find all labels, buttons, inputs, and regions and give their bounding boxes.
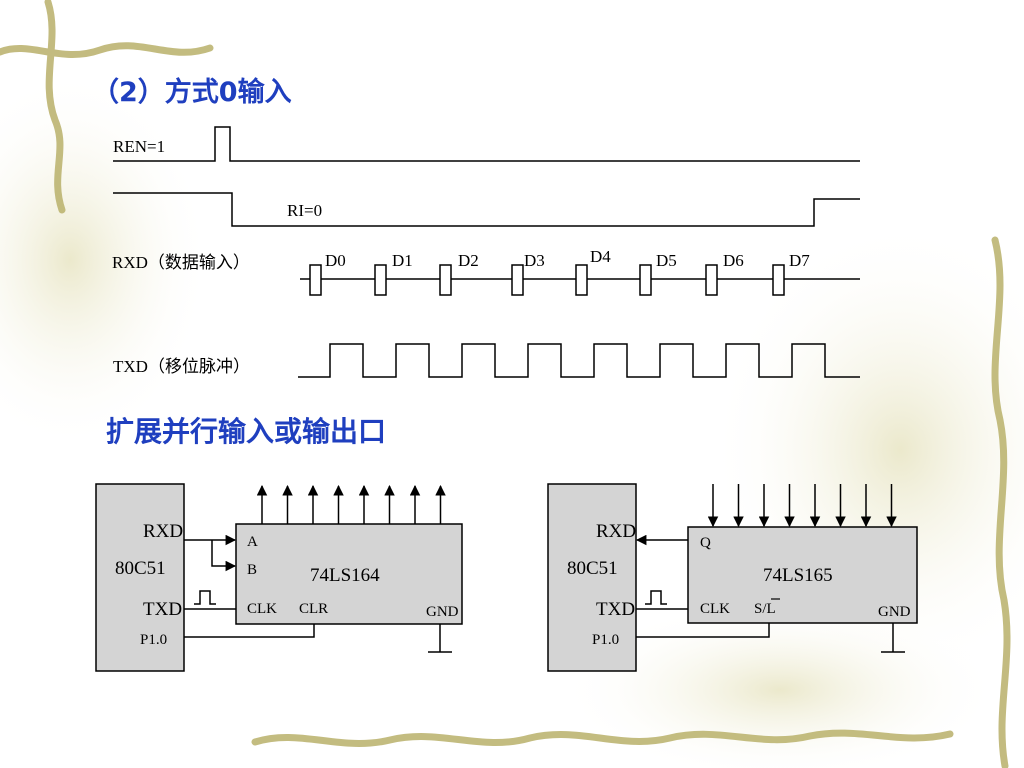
left-mcu-txd-pin: TXD <box>143 599 182 620</box>
left-shift-register-block <box>235 523 463 625</box>
slide-title: （2）方式0输入 <box>92 77 292 108</box>
left-circuit: RXD 80C51 TXD P1.0 A B 74LS164 CLK CLR G… <box>95 483 463 672</box>
right-mcu-block <box>547 483 637 672</box>
right-mcu-p10-pin: P1.0 <box>592 632 619 648</box>
rxd-bit-label-3: D3 <box>524 251 545 270</box>
rxd-bit-cells: D0 D1 D2 D3 D4 D5 D6 D7 <box>309 247 810 296</box>
right-chip-pin-q: Q <box>700 535 711 551</box>
right-chip-pin-clk: CLK <box>700 601 730 617</box>
right-circuit: RXD 80C51 TXD P1.0 Q 74LS165 CLK S/L GND <box>547 483 918 672</box>
ri-waveform <box>113 192 860 227</box>
left-mcu-rxd-pin: RXD <box>143 521 183 542</box>
rxd-bit-cell-4 <box>575 264 588 296</box>
left-p10-to-clr-wire <box>184 624 315 638</box>
left-mcu-name: 80C51 <box>115 558 166 579</box>
ren-waveform <box>113 126 860 162</box>
left-chip-pin-clk: CLK <box>247 601 277 617</box>
left-chip-pin-clr: CLR <box>299 601 328 617</box>
right-mcu-rxd-pin: RXD <box>596 521 636 542</box>
rxd-bit-cell-5 <box>639 264 652 296</box>
leaf-glow-left <box>0 70 210 450</box>
vine-top-horizontal <box>0 42 214 58</box>
rxd-bit-label-5: D5 <box>656 251 677 270</box>
txd-waveform <box>298 343 860 378</box>
right-chip-pin-gnd: GND <box>878 604 911 620</box>
left-parallel-outputs <box>256 484 446 524</box>
rxd-bit-label-7: D7 <box>789 251 810 270</box>
ren-label: REN=1 <box>113 137 165 156</box>
left-mcu-p10-pin: P1.0 <box>140 632 167 648</box>
rxd-bit-label-1: D1 <box>392 251 413 270</box>
rxd-bit-label-0: D0 <box>325 251 346 270</box>
right-parallel-inputs <box>707 484 897 528</box>
right-mcu-txd-pin: TXD <box>596 599 635 620</box>
rxd-bit-label-6: D6 <box>723 251 744 270</box>
left-chip-name: 74LS164 <box>310 565 380 586</box>
rxd-bit-label-4: D4 <box>590 247 611 266</box>
left-rxd-to-b-wire <box>211 540 237 572</box>
right-chip-name: 74LS165 <box>763 565 833 586</box>
right-chip-pin-sl: S/L <box>754 601 776 617</box>
left-chip-pin-b: B <box>247 562 257 578</box>
right-shift-register-block <box>687 526 918 624</box>
vine-top-left <box>44 0 66 214</box>
rxd-bit-cell-1 <box>374 264 387 296</box>
right-clock-pulse-symbol <box>645 590 667 605</box>
rxd-bit-cell-7 <box>772 264 785 296</box>
timing-diagram: REN=1 RI=0 RXD（数据输入） D0 D1 D2 D3 D4 D5 D6 D7 TX… <box>112 126 860 378</box>
vine-bottom-horizontal <box>251 729 954 747</box>
rxd-bit-label-2: D2 <box>458 251 479 270</box>
rxd-bit-cell-3 <box>511 264 524 296</box>
vine-right-vertical <box>991 236 1011 768</box>
left-clock-pulse-symbol <box>194 590 216 605</box>
rxd-timing-label: RXD（数据输入） <box>112 253 250 272</box>
slide-subtitle: 扩展并行输入或输出口 <box>106 415 387 448</box>
left-chip-pin-a: A <box>247 534 258 550</box>
rxd-bit-cell-2 <box>439 264 452 296</box>
rxd-bit-cell-6 <box>705 264 718 296</box>
txd-timing-label: TXD（移位脉冲） <box>113 357 250 376</box>
left-chip-pin-gnd: GND <box>426 604 459 620</box>
leaf-glow-bottom <box>560 600 1000 768</box>
rxd-bit-cell-0 <box>309 264 322 296</box>
right-mcu-name: 80C51 <box>567 558 618 579</box>
left-mcu-block <box>95 483 185 672</box>
right-p10-to-sl-wire <box>636 623 770 638</box>
ri-label: RI=0 <box>287 201 322 220</box>
